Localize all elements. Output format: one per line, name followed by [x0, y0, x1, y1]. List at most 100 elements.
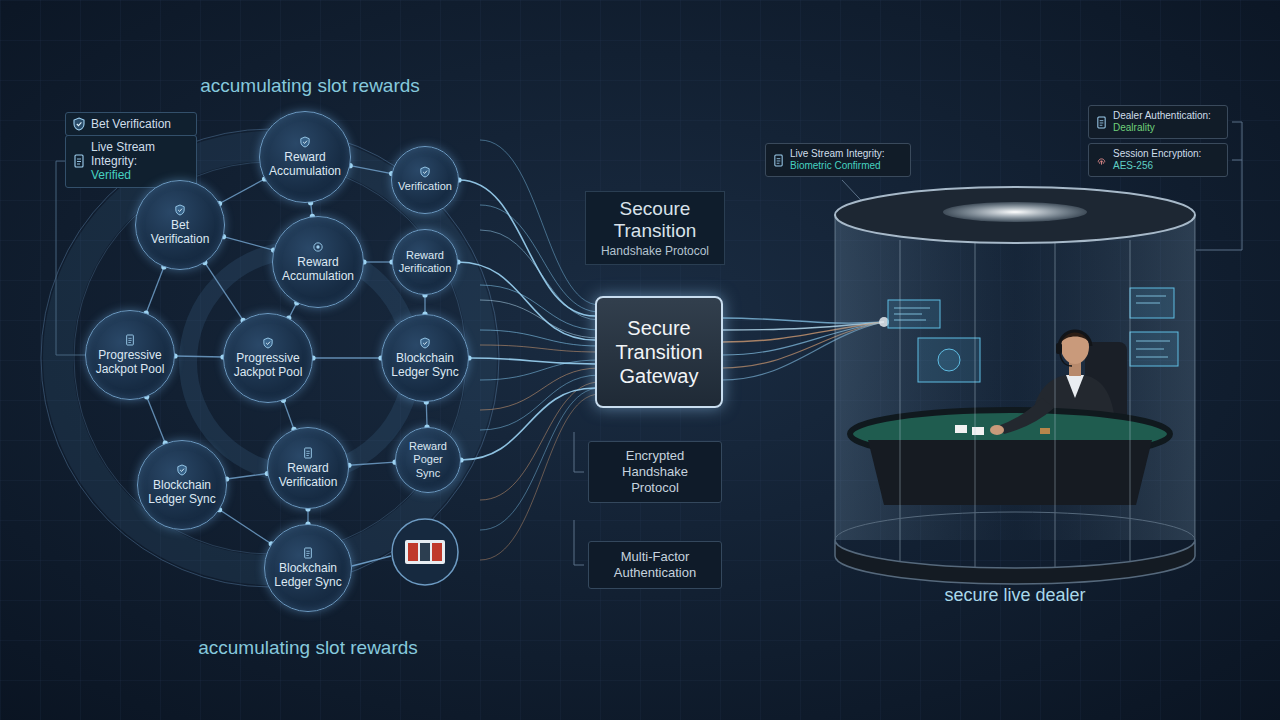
- doc-lines: [128, 338, 131, 342]
- label-stack: Reward Verification: [275, 447, 341, 490]
- label-stack: Blockchain Ledger Sync: [388, 337, 462, 380]
- shield-check: [77, 123, 82, 126]
- label-stack: Dealer Authentication:Dealrality: [1113, 110, 1211, 134]
- shield-shape: [176, 205, 184, 215]
- network-link: [283, 400, 294, 429]
- process-circle: Reward Accumulation: [259, 111, 351, 203]
- holo-panel: [1130, 288, 1174, 318]
- process-circle: Progressive Jackpot Pool: [223, 313, 313, 403]
- node-label: Multi-Factor Authentication: [597, 549, 713, 582]
- connector-group: [56, 161, 595, 546]
- shield-shape: [264, 338, 272, 348]
- doc-shape: [305, 448, 312, 458]
- network-link: [350, 166, 391, 174]
- fiber-line: [480, 345, 600, 352]
- caption-label: secure live dealer: [944, 585, 1085, 606]
- network-link: [146, 267, 164, 313]
- booth-top: [835, 187, 1195, 243]
- shield-icon: [175, 204, 185, 216]
- slot-reel: [420, 543, 430, 561]
- shield-shape: [74, 118, 84, 130]
- node-sublabel: AES-256: [1113, 160, 1201, 172]
- slot-reel: [408, 543, 418, 561]
- fiber-line: [480, 394, 600, 560]
- glass-body: [835, 215, 1195, 540]
- holo-line: [1136, 303, 1160, 304]
- node-label: Live Stream Integrity:: [790, 148, 884, 160]
- coin-core: [316, 245, 319, 248]
- leader-line: [1196, 122, 1242, 250]
- process-circle: Reward Poger Sync: [395, 427, 461, 493]
- fp-icon: [1096, 154, 1107, 167]
- network-link: [220, 510, 272, 544]
- holo-line: [1136, 349, 1164, 350]
- network-wire: [352, 556, 391, 566]
- shield-shape: [421, 167, 429, 177]
- fiber-line: [480, 300, 600, 338]
- leader-line: [574, 432, 584, 472]
- node-sublabel: Biometric Confirmed: [790, 160, 884, 172]
- glass-frame: [1054, 243, 1055, 568]
- data-fiber: [458, 262, 595, 340]
- doc-shape: [1098, 117, 1105, 128]
- fiber-bundle: [480, 140, 600, 560]
- process-circle: Blockchain Ledger Sync: [381, 314, 469, 402]
- doc-lines: [306, 551, 309, 555]
- section-title: accumulating slot rewards: [198, 637, 418, 659]
- doc-icon: [303, 447, 313, 459]
- holo-line: [1136, 341, 1170, 342]
- label-stack: Blockchain Ledger Sync: [273, 547, 343, 590]
- leader-link: [56, 161, 85, 355]
- holo-panel: [888, 300, 940, 328]
- fiber-line: [480, 388, 600, 530]
- dealer-hand: [990, 425, 1004, 435]
- protocol-box: Multi-Factor Authentication: [588, 541, 722, 589]
- holo-line: [894, 320, 926, 321]
- slot-frame: [405, 540, 445, 564]
- leader-line: [574, 520, 584, 565]
- shield-icon: [300, 136, 310, 148]
- process-circle: Reward Jerification: [392, 229, 458, 295]
- coin-shape: [314, 242, 322, 250]
- ring-band: [58, 146, 482, 570]
- network-link: [349, 462, 395, 465]
- network-link: [147, 397, 166, 443]
- fiber-line: [480, 140, 600, 305]
- glass-partitions: [835, 215, 1195, 568]
- doc-icon: [73, 154, 85, 168]
- holo-dial: [938, 349, 960, 371]
- label-stack: Live Stream Integrity:Biometric Confirme…: [790, 148, 884, 172]
- shield-icon: [420, 337, 430, 349]
- shield-check: [180, 468, 184, 471]
- label-stack: Reward Jerification: [399, 249, 451, 275]
- data-fiber: [459, 180, 595, 316]
- network-link: [227, 473, 268, 479]
- holo-lines: [894, 296, 1170, 357]
- label-stack: Bet Verification: [142, 204, 218, 247]
- holo-line: [1136, 296, 1166, 297]
- shield-check: [178, 208, 182, 211]
- holo-line: [894, 314, 922, 315]
- doc-lines: [306, 451, 309, 455]
- glass-frame: [899, 240, 900, 566]
- node-label: Bet Verification: [91, 117, 171, 131]
- shield-check: [423, 341, 427, 344]
- glass-edge: [1194, 215, 1195, 540]
- coin-icon: [313, 241, 323, 253]
- node-label: Reward Verification: [275, 461, 341, 490]
- process-circle: Blockchain Ledger Sync: [137, 440, 227, 530]
- fingerprint-shape: [1098, 158, 1104, 164]
- label-stack: Reward Poger Sync: [402, 440, 454, 480]
- doc-icon: [125, 334, 135, 346]
- network-link: [223, 237, 273, 250]
- node-label: Blockchain Ledger Sync: [388, 351, 462, 380]
- protocol-box: Encrypted Handshake Protocol: [588, 441, 722, 504]
- icon-circle: [392, 519, 458, 585]
- ring-line: [41, 129, 499, 587]
- node-label: Blockchain Ledger Sync: [144, 478, 220, 507]
- status-badge: Session Encryption:AES-256: [1088, 143, 1228, 177]
- data-fiber: [461, 388, 595, 460]
- network-link: [424, 295, 425, 314]
